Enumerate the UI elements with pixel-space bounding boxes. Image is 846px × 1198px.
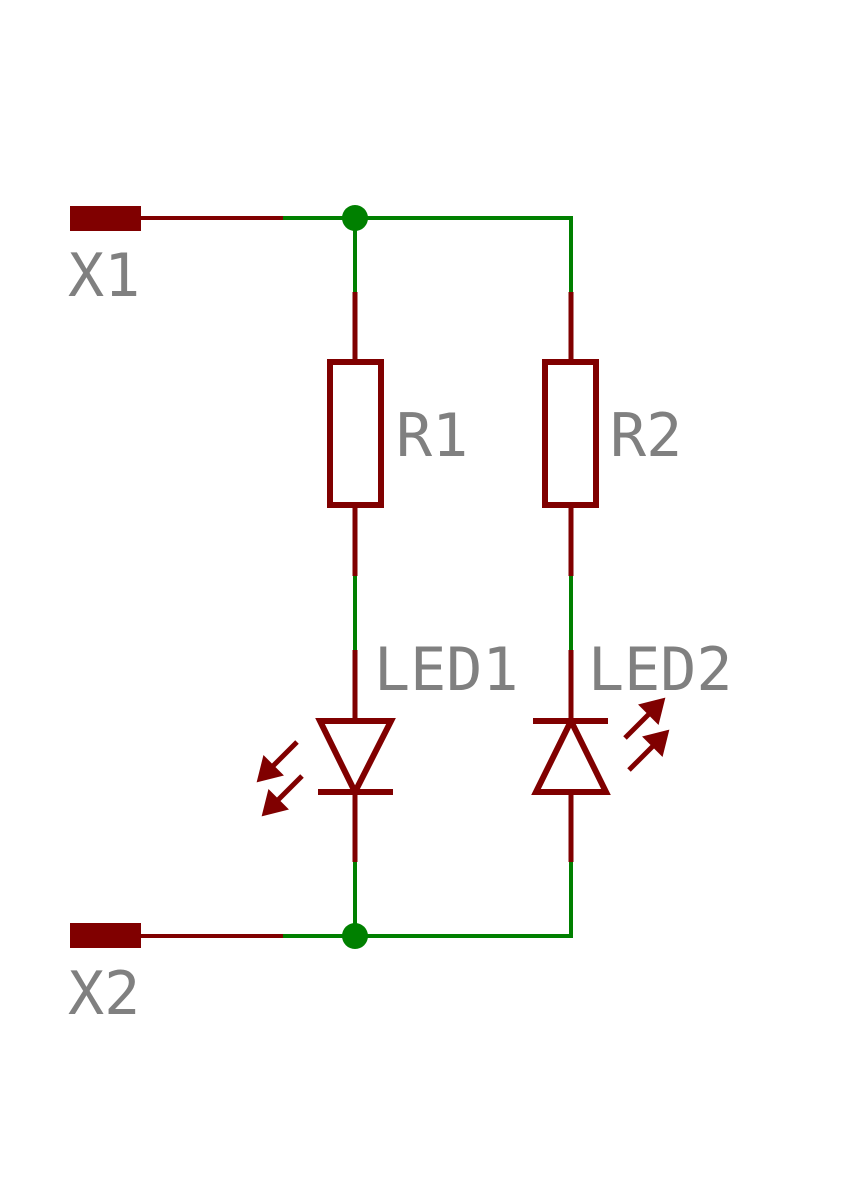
- nets: [283, 216, 573, 938]
- label-x2: X2: [68, 959, 140, 1029]
- connector-x2-pad: [70, 923, 141, 948]
- led2[interactable]: [531, 650, 611, 862]
- net-bottom: [283, 862, 573, 938]
- resistor-r1-body: [327, 359, 384, 508]
- led1-emission-arrows-icon: [256, 740, 304, 817]
- label-led2: LED2: [588, 635, 733, 705]
- junction-top[interactable]: [342, 205, 368, 231]
- connector-x2[interactable]: [70, 923, 283, 948]
- label-r1: R1: [396, 401, 468, 471]
- label-x1: X1: [68, 241, 140, 311]
- resistor-r2-body: [542, 359, 599, 508]
- net-top: [283, 216, 573, 292]
- connector-x1[interactable]: [70, 206, 283, 231]
- led1[interactable]: [315, 650, 396, 862]
- led2-triangle: [531, 714, 611, 795]
- junction-bottom[interactable]: [342, 923, 368, 949]
- connector-x1-pad: [70, 206, 141, 231]
- resistor-r2[interactable]: [542, 292, 599, 576]
- led2-emission-arrows-icon: [623, 697, 670, 772]
- led1-triangle: [315, 718, 396, 799]
- label-r2: R2: [610, 401, 682, 471]
- resistor-r1[interactable]: [327, 292, 384, 576]
- label-led1: LED1: [374, 635, 519, 705]
